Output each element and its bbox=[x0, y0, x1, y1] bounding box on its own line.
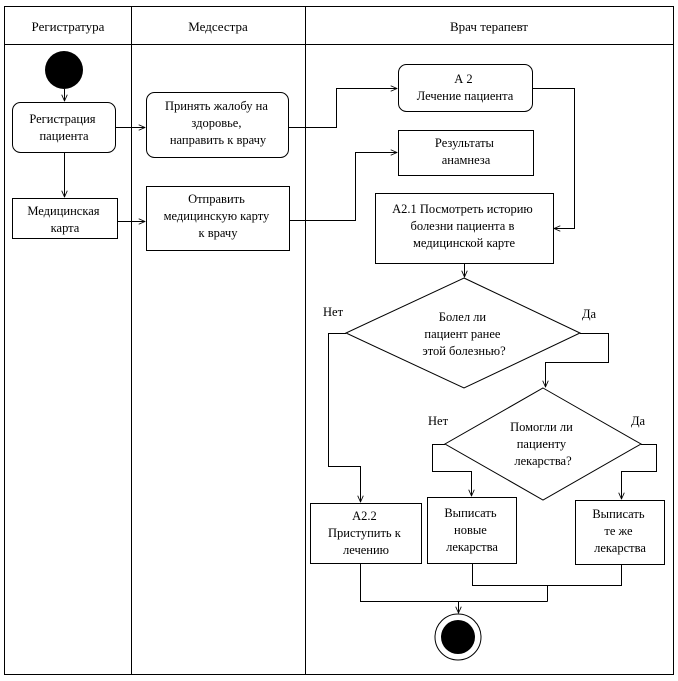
label-anamnesis-results: Результаты анамнеза bbox=[435, 136, 497, 167]
edge-was-ill-no bbox=[328, 333, 361, 503]
label-medical-card: Медицинская карта bbox=[27, 204, 102, 235]
label-prescribe-new: Выписать новые лекарства bbox=[444, 506, 499, 554]
node-anamnesis-results bbox=[398, 130, 534, 176]
node-accept-complaint bbox=[146, 92, 289, 158]
initial-node bbox=[45, 51, 83, 89]
label-a2-treatment: А 2 Лечение пациента bbox=[417, 72, 514, 103]
label-decision-was-ill: Болел ли пациент ранее этой болезнью? bbox=[422, 310, 506, 358]
edge-complaint-to-a2 bbox=[289, 89, 397, 128]
node-send-card bbox=[146, 186, 290, 251]
node-patient-registration bbox=[12, 102, 116, 153]
edge-helped-yes bbox=[622, 444, 657, 500]
edge-helped-no bbox=[432, 444, 472, 497]
node-a22-start-treatment bbox=[310, 503, 422, 564]
edge-label-was-ill-no: Нет bbox=[323, 305, 344, 319]
final-node bbox=[434, 613, 482, 661]
node-medical-card bbox=[12, 198, 118, 239]
edge-label-was-ill-yes: Да bbox=[582, 307, 597, 321]
edge-a2-to-a21 bbox=[533, 88, 575, 229]
edge-label-helped-yes: Да bbox=[631, 414, 646, 428]
edge-new-to-join bbox=[472, 564, 622, 586]
edge-label-helped-no: Нет bbox=[428, 414, 449, 428]
lane-title-doctor: Врач терапевт bbox=[450, 19, 528, 34]
node-prescribe-new bbox=[427, 497, 517, 564]
node-a21-view-history bbox=[375, 193, 554, 264]
edge-send-to-anamnesis bbox=[290, 153, 397, 221]
swimlane-frame bbox=[4, 6, 674, 675]
lane-title-nurse: Медсестра bbox=[188, 19, 248, 34]
decision-was-ill bbox=[344, 277, 582, 389]
node-a2-treatment bbox=[398, 64, 533, 112]
edges bbox=[65, 89, 657, 614]
label-prescribe-same: Выписать те же лекарства bbox=[592, 507, 647, 555]
label-accept-complaint: Принять жалобу на здоровье, направить к … bbox=[165, 99, 271, 147]
label-patient-registration: Регистрация пациента bbox=[29, 112, 98, 143]
label-decision-drugs-helped: Помогли ли пациенту лекарства? bbox=[510, 420, 576, 468]
lane-title-registry: Регистратура bbox=[32, 19, 105, 34]
node-prescribe-same bbox=[575, 500, 665, 565]
edge-was-ill-yes bbox=[546, 333, 609, 388]
label-a21-view-history: А2.1 Посмотреть историю болезни пациента… bbox=[392, 202, 536, 250]
label-a22-start-treatment: А2.2 Приступить к лечению bbox=[328, 509, 404, 557]
edge-a22-to-merge bbox=[360, 564, 548, 602]
decision-drugs-helped bbox=[443, 387, 643, 501]
label-send-card: Отправить медицинскую карту к врачу bbox=[164, 192, 273, 240]
